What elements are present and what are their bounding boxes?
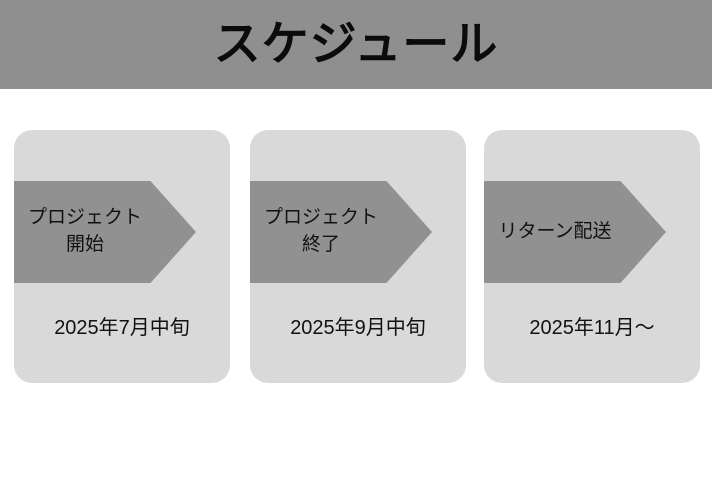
schedule-cards-row: プロジェクト 開始 2025年7月中旬 プロジェクト 終了 2025年9月中旬 … — [0, 130, 712, 383]
milestone-date-3: 2025年11月〜 — [529, 317, 655, 339]
header-banner: スケジュール — [0, 0, 712, 89]
milestone-date-1: 2025年7月中旬 — [54, 317, 190, 339]
schedule-card-1: プロジェクト 開始 2025年7月中旬 — [14, 130, 230, 383]
milestone-label-2: プロジェクト 終了 — [263, 207, 378, 255]
milestone-arrow-1: プロジェクト 開始 — [14, 181, 196, 283]
milestone-label-3: リターン配送 — [498, 220, 612, 242]
milestone-arrow-2: プロジェクト 終了 — [250, 181, 432, 283]
milestone-label-1: プロジェクト 開始 — [27, 207, 142, 255]
milestone-arrow-3: リターン配送 — [484, 181, 666, 283]
schedule-card-2: プロジェクト 終了 2025年9月中旬 — [250, 130, 466, 383]
milestone-date-2: 2025年9月中旬 — [290, 317, 426, 339]
schedule-card-3: リターン配送 2025年11月〜 — [484, 130, 700, 383]
page-title: スケジュール — [213, 17, 499, 70]
